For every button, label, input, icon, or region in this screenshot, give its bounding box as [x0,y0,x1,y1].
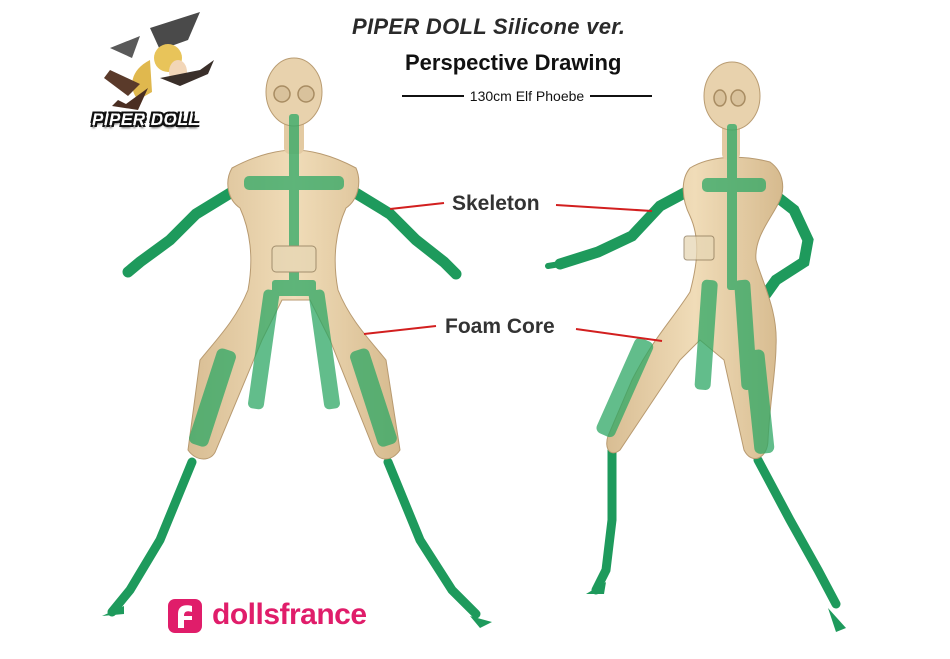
model-name: 130cm Elf Phoebe [469,88,585,104]
dollsfrance-icon-spacer [168,598,202,632]
front-figure [102,57,492,628]
mascot-illustration [104,12,214,110]
dollsfrance-text: dollsfrance [212,598,367,631]
skeleton-label: Skeleton [452,192,540,215]
foam-core-label: Foam Core [445,315,555,338]
caption-rule-left [402,95,464,97]
piper-doll-logo: PIPER DOLL [92,110,200,129]
side-figure [545,61,846,632]
dollsfrance-logo-icon [168,599,202,633]
page-title: PIPER DOLL Silicone ver. [352,14,626,39]
page-subtitle: Perspective Drawing [405,50,622,75]
caption-rule-right [590,95,652,97]
model-caption: 130cm Elf Phoebe [402,88,652,104]
callout-lines [363,202,663,342]
dollsfrance-logo: dollsfrance [168,598,367,632]
